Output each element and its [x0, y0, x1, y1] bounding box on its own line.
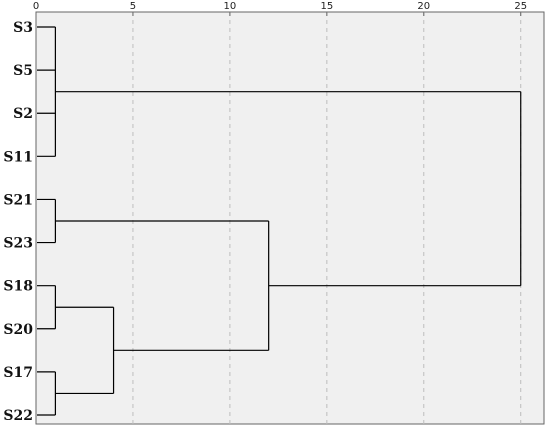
leaf-label-s11: S11 [3, 149, 33, 165]
x-axis-ticks: 0 5 10 15 20 25 [33, 1, 527, 16]
tick-label-15: 15 [320, 1, 333, 12]
leaf-label-s20: S20 [3, 322, 33, 338]
tick-label-0: 0 [33, 1, 39, 12]
leaf-label-s3: S3 [13, 20, 33, 36]
leaf-label-s23: S23 [3, 236, 33, 252]
leaf-label-s21: S21 [3, 192, 33, 208]
plot-background [35, 11, 545, 425]
tick-label-5: 5 [130, 1, 136, 12]
dendrogram-links [37, 26, 522, 416]
tick-label-25: 25 [514, 1, 527, 12]
leaf-label-s17: S17 [3, 365, 33, 381]
link-root [55, 91, 522, 287]
leaf-label-s18: S18 [3, 279, 33, 295]
leaf-label-s2: S2 [13, 106, 33, 122]
leaf-label-s22: S22 [3, 408, 33, 424]
tick-label-10: 10 [224, 1, 237, 12]
leaf-label-s5: S5 [13, 63, 33, 79]
tick-label-20: 20 [417, 1, 430, 12]
